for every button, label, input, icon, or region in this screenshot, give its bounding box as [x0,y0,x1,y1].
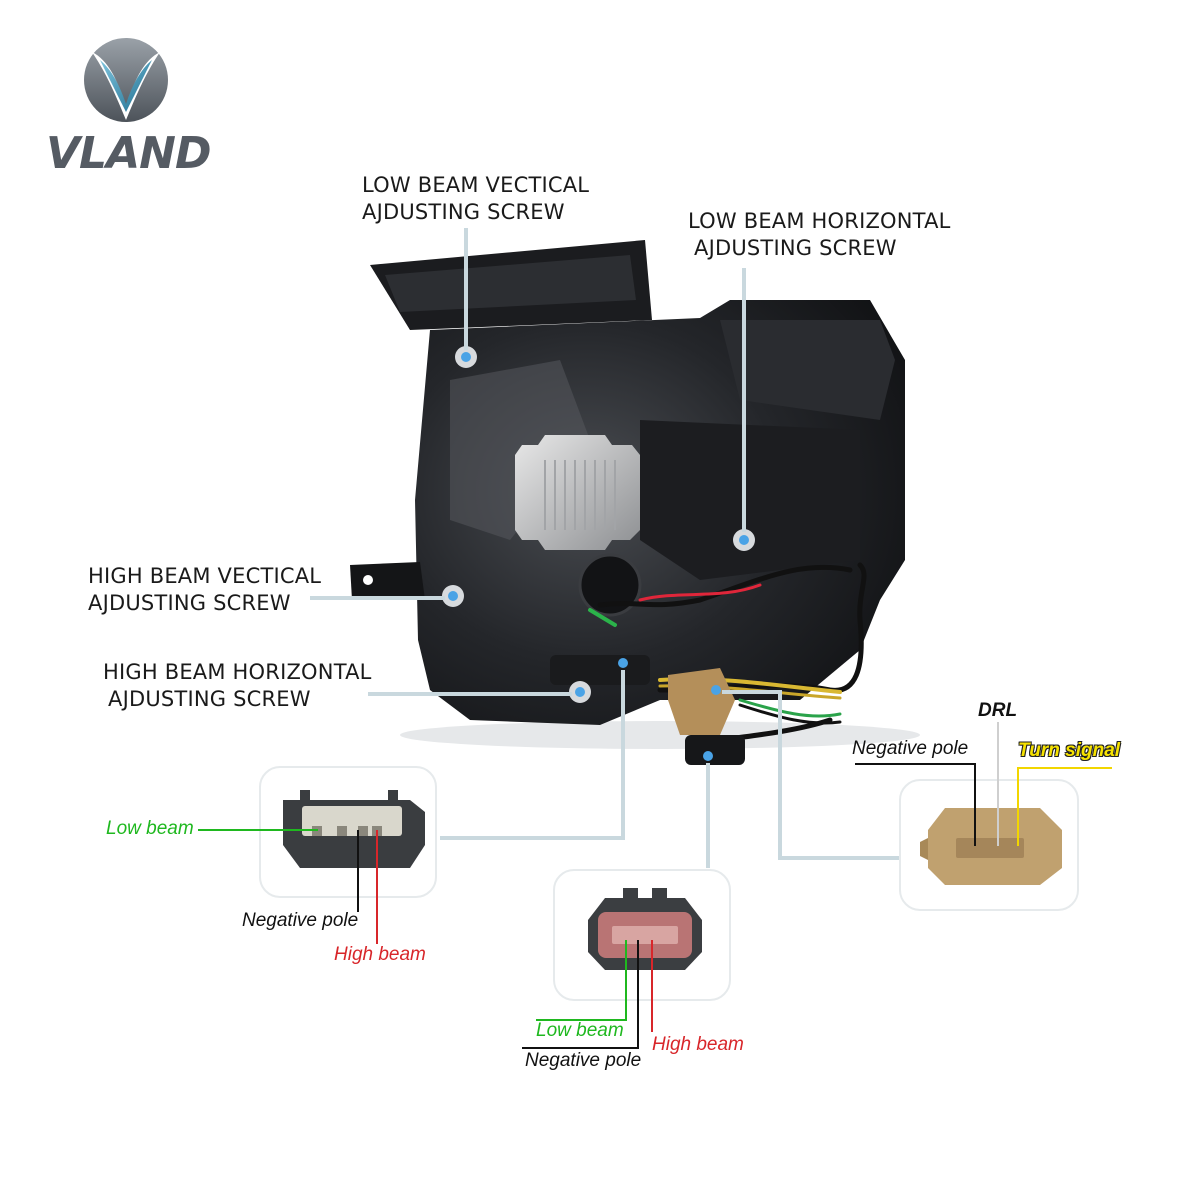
middle-high-beam-label: High beam [652,1034,744,1055]
callout-low-beam-vertical: LOW BEAM VECTICAL AJDUSTING SCREW [362,173,590,224]
ballast-plate [515,435,640,550]
middle-negative-pole-label: Negative pole [525,1050,642,1071]
plug-left [550,655,650,685]
leader-connector-left [440,670,625,840]
bulb-socket [578,553,642,617]
vland-logo-icon [84,38,168,122]
right-turn-signal-label: Turn signal [1018,740,1121,761]
leader-connector-right [722,690,900,860]
callout-high-beam-vertical: HIGH BEAM VECTICAL AJDUSTING SCREW [88,564,322,615]
shadow [400,721,920,749]
left-high-beam-label: High beam [334,944,426,965]
callout-low-beam-horizontal: LOW BEAM HORIZONTAL AJDUSTING SCREW [688,209,951,260]
right-negative-pole-label: Negative pole [852,738,969,759]
left-low-beam-label: Low beam [106,818,194,839]
plug-bottom [685,735,745,765]
right-drl-label: DRL [978,700,1018,721]
plug-tan [668,668,735,735]
left-negative-pole-label: Negative pole [242,910,359,931]
middle-low-beam-label: Low beam [536,1020,624,1041]
callout-high-beam-horizontal: HIGH BEAM HORIZONTAL AJDUSTING SCREW [103,660,372,711]
brand-name: VLAND [46,128,211,179]
side-bracket [350,562,425,600]
